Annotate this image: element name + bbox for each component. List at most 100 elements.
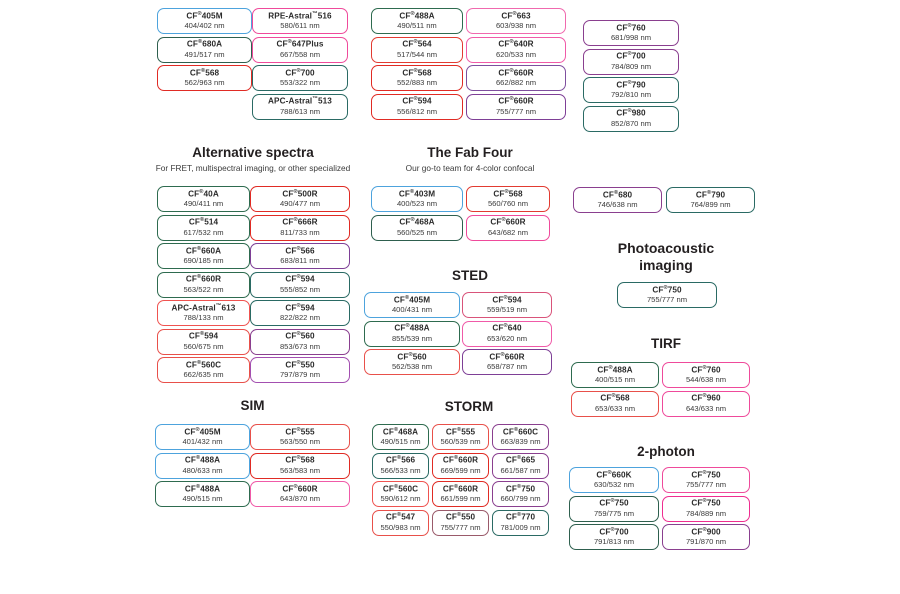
chip-name: CF®980 [616, 108, 646, 118]
trademark-symbol: ® [293, 188, 298, 195]
chip-wavelengths: 404/402 nm [184, 21, 225, 31]
chip-wavelengths: 617/532 nm [183, 227, 224, 237]
chip-name: CF®514 [188, 217, 219, 227]
chip-wavelengths: 490/515 nm [182, 494, 223, 504]
trademark-symbol: ® [296, 274, 301, 281]
chip-name: CF®750 [691, 469, 721, 480]
chip-wavelengths: 661/587 nm [500, 465, 541, 475]
trademark-symbol: ® [293, 483, 298, 490]
chip-wavelengths: 788/613 nm [279, 106, 321, 116]
trademark-symbol: ® [516, 455, 522, 462]
chip-wavelengths: 781/009 nm [500, 522, 541, 532]
chip-wavelengths: 555/852 nm [279, 284, 321, 294]
chip-wavelengths: 755/777 nm [646, 295, 688, 305]
chip-name: CF®660K [596, 469, 632, 480]
chip-wavelengths: 490/411 nm [183, 199, 224, 209]
trademark-symbol: ™ [312, 10, 318, 17]
chip-name: CF®488A [597, 364, 633, 375]
heading-tirf: TIRF [651, 336, 681, 351]
trademark-symbol: ® [200, 67, 206, 74]
chip-name: CF®663 [501, 10, 531, 21]
trademark-symbol: ® [199, 217, 205, 224]
chip-name: CF®488A [184, 483, 221, 494]
trademark-symbol: ® [197, 10, 202, 17]
chip-wavelengths: 667/558 nm [279, 49, 321, 59]
